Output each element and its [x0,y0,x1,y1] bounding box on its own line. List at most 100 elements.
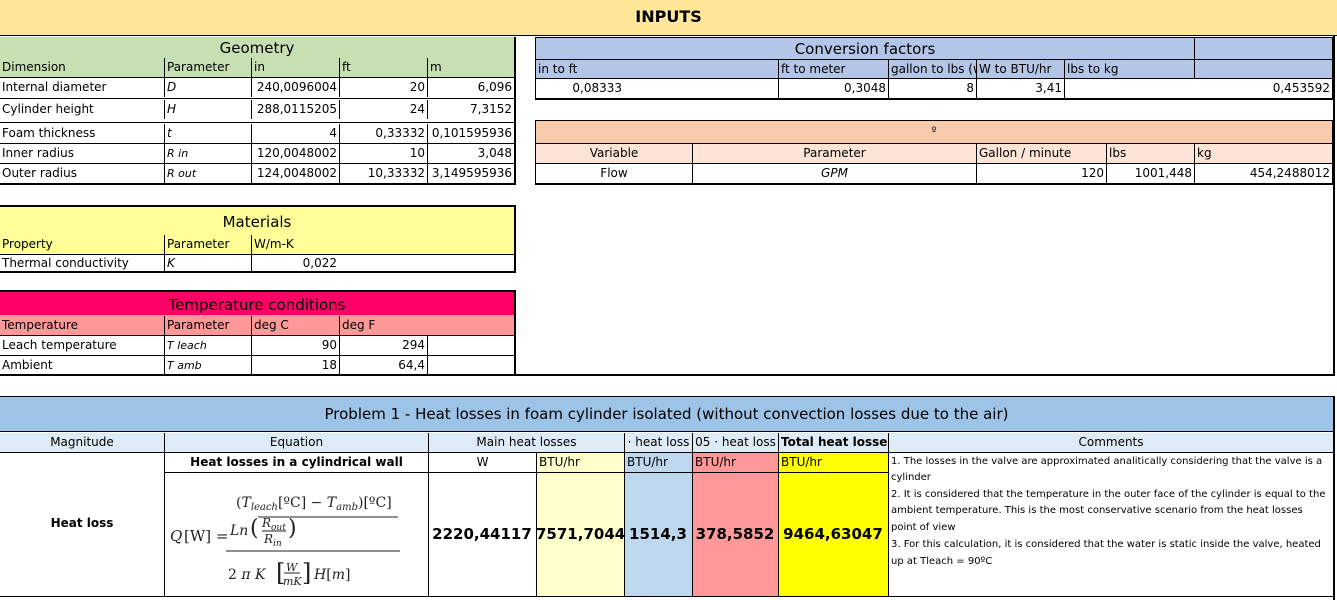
svg-text:in: in [273,539,282,549]
problem1-unit: BTU/hr [624,453,692,472]
flow-header-gpm: Gallon / minute [976,144,1106,163]
temperature-header: deg F [339,316,427,335]
geometry-cell: Foam thickness [2,126,96,140]
geometry-cell: H [164,100,251,119]
geometry-cell: 3,048 [427,144,514,163]
problem1-equation-subtitle: Heat losses in a cylindrical wall [164,453,428,472]
problem1-header-total: Total heat losses [778,433,888,452]
geometry-cell: D [164,78,251,97]
materials-title: Materials [222,213,292,231]
problem1-unit: BTU/hr [778,453,888,472]
conversion-table: Conversion factors in to ft ft to meter … [535,37,1333,100]
geometry-header-parameter: Parameter [164,58,251,77]
geometry-cell: 20 [339,78,427,97]
conversion-value: 3,41 [976,79,1064,98]
flow-cell: Flow [600,166,628,180]
geometry-title-bar: Geometry [0,37,514,58]
conversion-value: 8 [888,79,976,98]
geometry-cell: 288,0115205 [251,100,339,119]
problem1-value-loss3: 378,5852 [695,525,775,543]
problem1-header-loss3: 05 · heat loss [692,433,778,452]
geometry-cell: 10,33332 [339,164,427,183]
geometry-cell: Inner radius [2,146,74,160]
temperature-cell: 18 [251,356,339,375]
geometry-header-ft: ft [339,58,427,77]
geometry-cell: 6,096 [427,78,514,97]
problem1-comment-line: cylinder [891,472,931,483]
geometry-header-dimension: Dimension [2,60,66,74]
flow-cell: 1001,448 [1106,164,1194,183]
flow-header-variable: Variable [589,146,639,160]
problem1-comment-line: 3. For this calculation, it is considere… [891,539,1321,550]
geometry-cell: 10 [339,144,427,163]
temperature-title: Temperature conditions [168,296,346,314]
materials-table: Materials Property Parameter W/m-K Therm… [0,205,516,273]
temperature-header: Temperature [2,318,79,332]
problem1-comment-line: ambient temperature. This is the most co… [891,505,1303,516]
temperature-header: Parameter [164,316,251,335]
conversion-header: in to ft [538,62,578,76]
geometry-cell: 240,0096004 [251,78,339,97]
svg-text:(Tleach[ºC] − Tamb)[ºC]: (Tleach[ºC] − Tamb)[ºC] [236,495,392,513]
svg-text:(: ( [250,516,259,541]
svg-text:R: R [263,532,273,546]
flow-cell: GPM [692,164,976,183]
geometry-cell: R out [164,164,251,183]
materials-header: Property [2,237,53,251]
problem1-unit: BTU/hr [536,453,624,472]
svg-text:Q: Q [170,527,182,545]
materials-header: Parameter [164,235,251,254]
heat-loss-equation: Q [W] = (Tleach[ºC] − Tamb)[ºC] Ln ( R o… [168,477,424,593]
problem1-header-loss2: · heat loss [624,433,692,452]
geometry-cell: 124,0048002 [251,164,339,183]
flow-cell: 454,2488012 [1194,164,1332,183]
inputs-title: INPUTS [635,7,702,26]
svg-text:W: W [286,561,299,574]
geometry-cell: t [164,124,251,143]
svg-text:Ln: Ln [229,523,248,539]
temperature-table: Temperature conditions Temperature Param… [0,290,516,376]
svg-text:]: ] [302,559,311,587]
geometry-cell: 4 [251,124,339,143]
temperature-cell: 294 [339,336,427,355]
problem1-header-main: Main heat losses [428,433,624,452]
geometry-cell: 0,101595936 [427,124,514,143]
conversion-header: lbs to kg [1064,60,1194,79]
problem1-value-total: 9464,63047 [783,525,883,543]
geometry-cell: 24 [339,100,427,119]
geometry-cell: 0,33332 [339,124,427,143]
svg-text:out: out [271,523,286,533]
flow-title: º [931,126,937,137]
temperature-header: deg C [251,316,339,335]
flow-header-parameter: Parameter [692,144,976,163]
temperature-cell: T leach [164,336,251,355]
flow-header-kg: kg [1194,144,1332,163]
problem1-magnitude: Heat loss [50,516,114,530]
svg-text:2 π K: 2 π K [228,567,267,583]
materials-header: W/m-K [251,235,339,254]
conversion-value: 0,08333 [572,81,622,95]
geometry-header-in: in [251,58,339,77]
temperature-cell: 90 [251,336,339,355]
conversion-title: Conversion factors [794,40,936,58]
materials-cell: 0,022 [251,254,339,273]
flow-header-lbs: lbs [1106,144,1194,163]
conversion-header: gallon to lbs (water) [888,60,976,79]
problem1-header-equation: Equation [164,433,428,452]
problem1-title: Problem 1 - Heat losses in foam cylinder… [324,405,1009,423]
conversion-header: W to BTU/hr [976,60,1064,79]
geometry-header-m: m [427,58,514,77]
problem1-value-main-btu: 7571,7044 [536,525,624,543]
svg-text:[W] =: [W] = [184,527,228,545]
problem1-comment-line: up at Tleach = 90ºC [891,556,993,567]
geometry-cell: 3,149595936 [427,164,514,183]
geometry-cell: Internal diameter [2,80,107,94]
geometry-cell: R in [164,144,251,163]
problem1-header-magnitude: Magnitude [50,435,114,449]
materials-cell: K [164,254,251,273]
flow-table: º Variable Parameter Gallon / minute lbs… [535,120,1333,185]
flow-cell: 120 [976,164,1106,183]
svg-text:): ) [288,516,297,541]
geometry-table: Geometry Dimension Parameter in ft m Int… [0,37,516,185]
problem1-comment-line: 1. The losses in the valve are approxima… [891,456,1323,467]
